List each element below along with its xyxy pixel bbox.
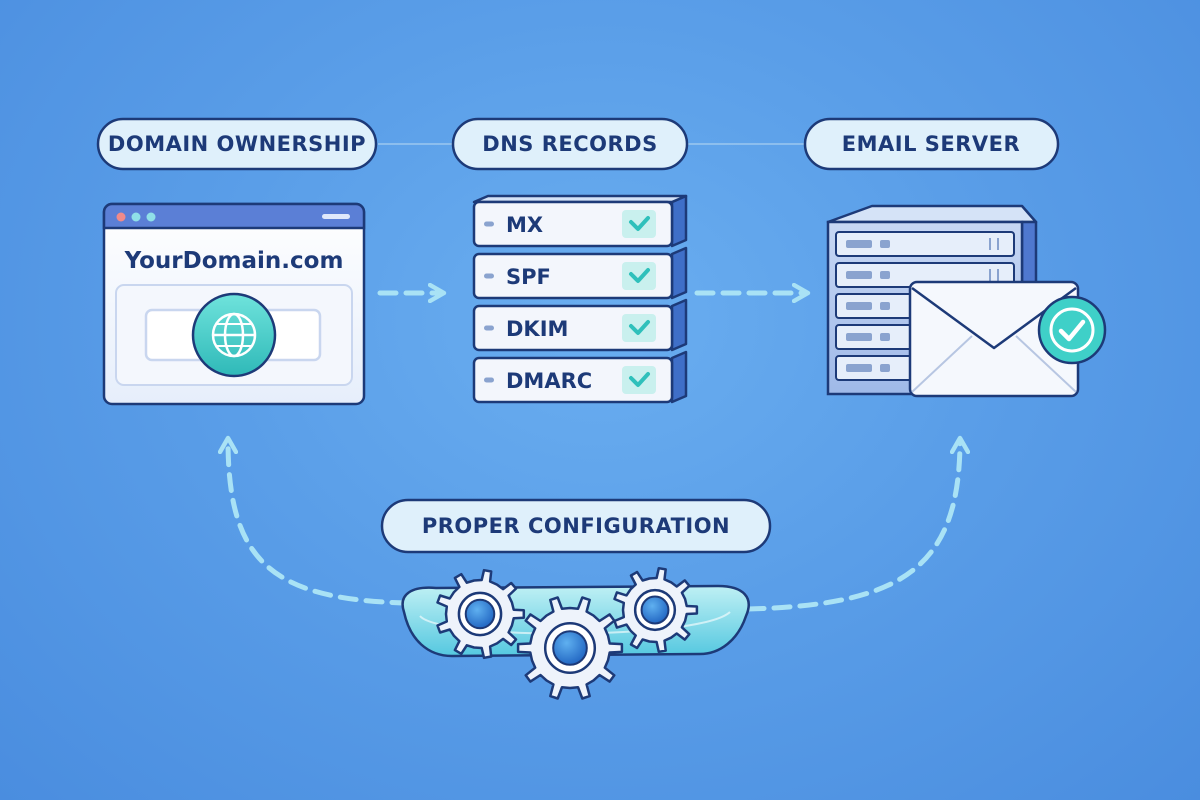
dns-record-stack: MX SPF DKIM DMARC [472, 194, 688, 404]
check-icon [1037, 295, 1107, 365]
dns-record-dkim: DKIM [472, 298, 688, 352]
svg-text:PROPER CONFIGURATION: PROPER CONFIGURATION [422, 514, 730, 538]
browser-window: YourDomain.com [102, 202, 366, 406]
gear-icon [436, 568, 526, 660]
dns-record-label: MX [506, 213, 543, 237]
dns-record-mx: MX [472, 194, 688, 248]
svg-text:EMAIL SERVER: EMAIL SERVER [842, 132, 1020, 156]
domain-ownership-label: DOMAIN OWNERSHIP [96, 117, 378, 171]
proper-configuration-label: PROPER CONFIGURATION [380, 498, 772, 554]
dns-record-spf: SPF [472, 246, 688, 300]
dns-records-label: DNS RECORDS [451, 117, 689, 171]
arrow-config-to-domain [228, 440, 411, 606]
browser-domain-text: YourDomain.com [124, 248, 344, 274]
globe-icon [191, 292, 277, 378]
email-server-label: EMAIL SERVER [803, 117, 1060, 171]
check-icon [622, 366, 656, 394]
dns-record-label: DKIM [506, 317, 568, 341]
dns-record-label: SPF [506, 265, 551, 289]
gear-group [436, 566, 699, 700]
svg-text:DNS RECORDS: DNS RECORDS [482, 132, 657, 156]
gear-icon [613, 566, 699, 654]
check-icon [622, 314, 656, 342]
gear-icon [516, 596, 624, 700]
arrow-config-to-server [745, 440, 960, 612]
svg-text:DOMAIN OWNERSHIP: DOMAIN OWNERSHIP [108, 132, 366, 156]
dns-record-dmarc: DMARC [472, 350, 688, 404]
dns-record-label: DMARC [506, 369, 592, 393]
check-icon [622, 262, 656, 290]
check-icon [622, 210, 656, 238]
